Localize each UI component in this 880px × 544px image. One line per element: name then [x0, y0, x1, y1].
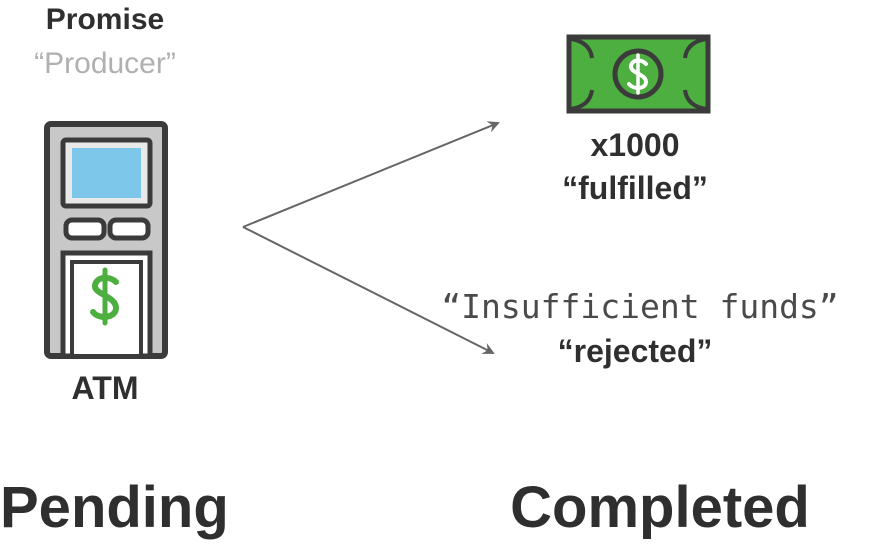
- arrow-to-rejected: [242, 226, 495, 354]
- fulfilled-amount: x1000: [590, 127, 680, 163]
- atm-icon: [44, 121, 168, 359]
- outcome-arrows: [242, 121, 500, 354]
- rejected-state: “rejected”: [557, 333, 713, 369]
- phase-pending: Pending: [0, 475, 229, 540]
- dollar-bill-icon: [566, 34, 711, 114]
- atm-label: ATM: [71, 370, 139, 406]
- promise-title: Promise: [45, 3, 165, 36]
- producer-subtitle: “Producer”: [34, 47, 176, 80]
- rejected-message: “Insufficient funds”: [441, 287, 839, 326]
- arrow-to-fulfilled: [242, 121, 500, 228]
- fulfilled-state: “fulfilled”: [562, 170, 708, 206]
- phase-completed: Completed: [510, 475, 810, 540]
- dollar-sign-icon: [90, 267, 120, 326]
